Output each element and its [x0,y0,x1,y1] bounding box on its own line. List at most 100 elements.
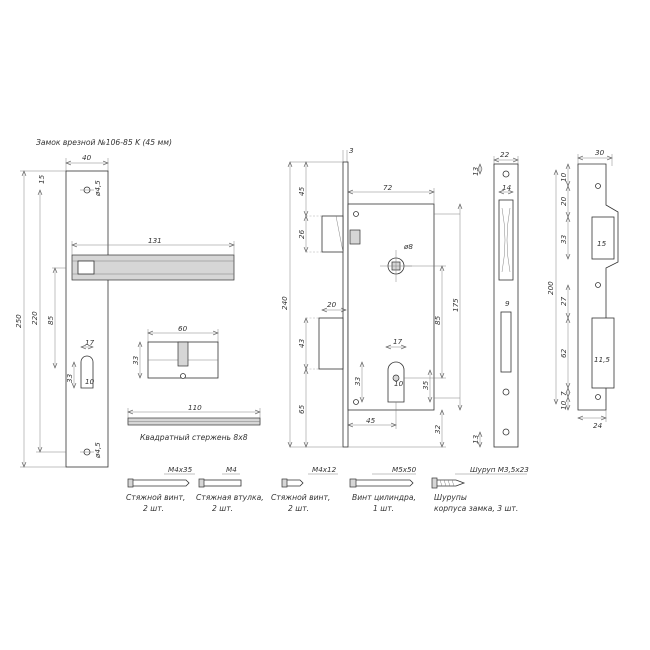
drawing-title: Замок врезной №106-85 K (45 мм) [36,138,172,147]
cylinder-view: 60 33 [131,324,218,379]
strike-dim-62-label: 62 [559,348,568,358]
side-latch-width-label: 14 [502,183,512,192]
accessory-4-name: Шурупы [434,493,467,502]
side-bolt-slot [500,311,512,373]
accessory-sleeve-m4: M4 Стяжная втулка, 2 шт. [196,465,264,513]
sleeve-icon [202,479,242,487]
screw-icon [285,479,304,487]
strike-plate-view: 30 15 11,5 200 10 20 33 27 62 7 10 24 [546,148,619,430]
body-deadbolt [318,317,344,370]
strike-latch-opening-label: 15 [597,239,607,248]
accessories-row: M4х35 Стяжной винт, 2 шт. M4 Стяжная вту… [126,465,529,513]
strike-dim-20-label: 20 [559,196,568,206]
body-cyl-width-label: 17 [393,337,403,346]
body-screw-hole-1 [353,211,359,217]
body-screw-hole-2 [353,399,359,405]
faceplate-height-total-label: 250 [14,314,23,328]
strike-bolt-opening [591,317,615,389]
spindle-view: 110 Квадратный стержень 8х8 [128,403,260,442]
body-depth-label: 72 [383,183,393,192]
faceplate-cyl-radius-label: 10 [85,377,95,386]
body-cyl-radius-label: 10 [394,379,404,388]
side-latch-slot [498,199,514,281]
faceplate-hole-bottom-label: ø4,5 [93,442,102,459]
body-front-plate [342,161,349,448]
body-bolt-width-label: 20 [327,300,337,309]
handle-rose [77,260,95,275]
faceplate-width-label: 40 [82,153,92,162]
side-screw-hole-bottom [502,428,510,436]
accessory-4-qty: корпуса замка, 3 шт. [434,504,518,513]
accessory-0-name: Стяжной винт, [126,493,185,502]
screw-icon [131,479,190,487]
strike-width-label: 30 [595,148,605,157]
accessory-wood-screw: Шуруп M3,5х23 Шурупы корпуса замка, 3 шт… [431,465,529,513]
faceplate-height-85-label: 85 [46,315,55,325]
body-cylinder-cutout [387,361,405,403]
side-top-13-label: 13 [471,166,480,176]
faceplate-cyl-width-label: 17 [85,338,95,347]
body-height-label: 240 [280,296,289,310]
strike-screw-hole-2 [595,282,601,288]
side-bottom-13-label: 13 [471,434,480,444]
accessory-0-size: M4х35 [168,465,193,474]
strike-height-label: 200 [546,281,555,295]
handle-lever [71,254,235,281]
faceplate-height-220-label: 220 [30,311,39,325]
accessory-1-size: M4 [226,465,237,474]
body-cylinder-cam [392,374,400,382]
side-bolt-width-label: 9 [505,299,510,308]
faceplate-cylinder-cutout [80,355,94,389]
accessory-3-qty: 1 шт. [373,504,394,513]
strike-dim-27-label: 27 [559,296,568,306]
accessory-screw-m5x50: M5х50 Винт цилиндра, 1 шт. [349,465,417,513]
body-backset-label: 45 [366,416,376,425]
accessory-1-qty: 2 шт. [212,504,233,513]
accessory-screw-m4x12: M4х12 Стяжной винт, 2 шт. [271,465,338,513]
strike-screw-hole-1 [595,183,601,189]
body-bottom-32-label: 32 [433,424,442,434]
body-bottom-offset-label: 65 [297,404,306,414]
strike-screw-hole-3 [595,394,601,400]
spindle-length-label: 110 [188,403,202,412]
body-cyl-offset-label: 35 [421,380,430,390]
cylinder-length-label: 60 [178,324,188,333]
side-screw-hole-top [502,170,510,178]
cylinder-height-label: 33 [131,355,140,365]
accessory-0-qty: 2 шт. [143,504,164,513]
accessory-1-name: Стяжная втулка, [196,493,264,502]
accessory-3-size: M5х50 [392,465,417,474]
screw-icon [354,479,414,487]
cylinder-screw-hole [180,373,186,379]
side-view: 22 13 14 9 13 [471,150,518,447]
side-width-label: 22 [500,150,510,159]
body-spindle-size-label: ø8 [403,242,413,251]
body-latch-height-label: 26 [297,229,306,239]
body-latch-offset-label: 45 [297,186,306,196]
spindle-caption: Квадратный стержень 8х8 [140,433,248,442]
strike-top-10-label: 10 [559,172,568,182]
faceplate-view: 40 ø4,5 15 250 220 85 131 17 33 1 [14,153,234,467]
body-distance-85-label: 85 [433,315,442,325]
accessory-2-qty: 2 шт. [288,504,309,513]
strike-dim-33-label: 33 [559,234,568,244]
body-latch-spring [349,229,361,245]
strike-bottom-width-label: 24 [593,421,603,430]
handle-length-label: 131 [148,236,162,245]
cylinder-cam [177,341,189,367]
side-screw-hole-mid [502,388,510,396]
body-height-175-label: 175 [451,298,460,312]
strike-latch-opening [591,216,615,260]
accessory-2-size: M4х12 [312,465,337,474]
body-bolt-height-label: 43 [297,338,306,348]
accessory-screw-m4x35: M4х35 Стяжной винт, 2 шт. [126,465,195,513]
accessory-2-name: Стяжной винт, [271,493,330,502]
body-cyl-height-label: 33 [353,376,362,386]
faceplate-outline [65,170,109,468]
faceplate-hole-top-label: ø4,5 [93,180,102,197]
body-latch [321,215,344,253]
strike-bolt-opening-label: 11,5 [594,355,610,364]
accessory-4-size: Шуруп M3,5х23 [470,465,529,474]
lock-body-view: 3 72 ø8 20 17 33 10 [280,146,460,447]
